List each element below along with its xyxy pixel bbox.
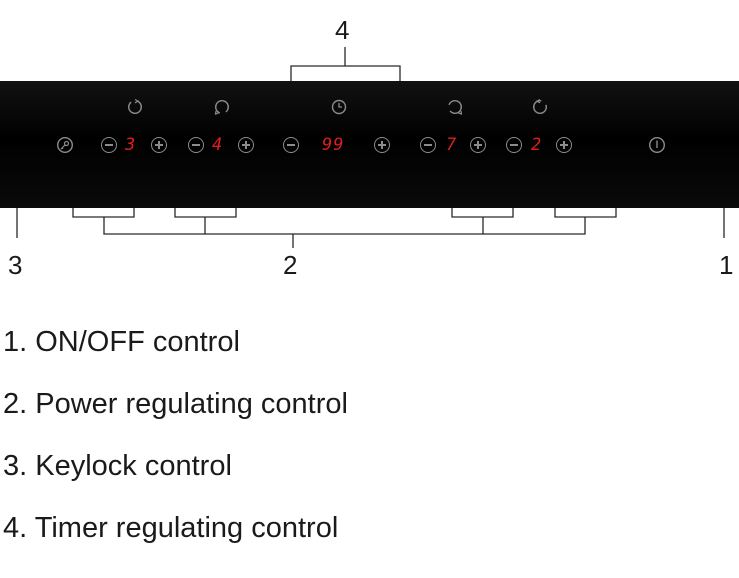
zone-2-display: 4 <box>212 135 224 155</box>
zone-1-minus-button[interactable] <box>101 137 117 153</box>
timer-plus-button[interactable] <box>374 137 390 153</box>
zone-2-minus-button[interactable] <box>188 137 204 153</box>
legend: 1. ON/OFF control 2. Power regulating co… <box>3 328 348 576</box>
zone-4-display: 2 <box>531 135 543 155</box>
zone-3-plus-button[interactable] <box>470 137 486 153</box>
zone-4-plus-button[interactable] <box>556 137 572 153</box>
legend-item-power: 2. Power regulating control <box>3 388 348 420</box>
timer-bracket <box>290 47 401 81</box>
legend-item-onoff: 1. ON/OFF control <box>3 326 240 358</box>
legend-item-timer: 4. Timer regulating control <box>3 512 339 544</box>
zone-rear-left-icon[interactable] <box>126 98 144 116</box>
callout-power-number: 2 <box>283 250 298 280</box>
hob-control-panel: 3 4 99 7 2 <box>0 81 739 208</box>
power-connector <box>103 217 586 248</box>
zone-2-plus-button[interactable] <box>238 137 254 153</box>
zone-front-left-icon[interactable] <box>213 98 231 116</box>
power-bracket-2 <box>174 208 237 218</box>
legend-item-keylock: 3. Keylock control <box>3 450 232 482</box>
clock-icon[interactable] <box>330 98 348 116</box>
timer-display: 99 <box>322 135 345 155</box>
power-bracket-4 <box>554 208 617 218</box>
callout-keylock-number: 3 <box>8 250 23 280</box>
power-bracket-3 <box>451 208 514 218</box>
zone-3-display: 7 <box>446 135 458 155</box>
power-icon[interactable] <box>648 136 666 154</box>
zone-3-minus-button[interactable] <box>420 137 436 153</box>
zone-1-display: 3 <box>125 135 137 155</box>
callout-timer-number: 4 <box>335 15 350 45</box>
zone-rear-right-icon[interactable] <box>531 98 549 116</box>
zone-4-minus-button[interactable] <box>506 137 522 153</box>
zone-1-plus-button[interactable] <box>151 137 167 153</box>
zone-front-right-icon[interactable] <box>446 98 464 116</box>
timer-minus-button[interactable] <box>283 137 299 153</box>
power-bracket-1 <box>72 208 135 218</box>
callout-onoff-number: 1 <box>719 250 734 280</box>
key-icon[interactable] <box>56 136 74 154</box>
